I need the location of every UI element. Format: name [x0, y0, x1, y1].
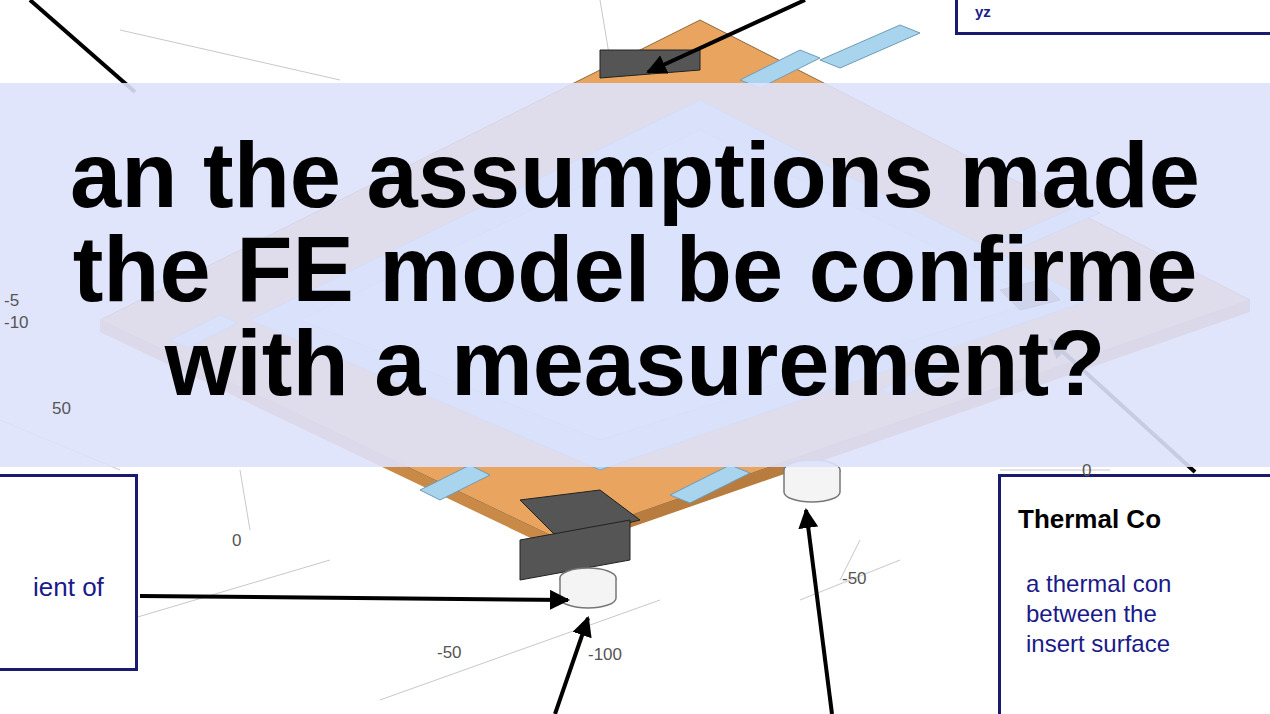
axis-number: -100 [588, 646, 622, 663]
callout-text: a thermal con between the insert surface [1026, 569, 1196, 659]
cad-line [30, 0, 135, 92]
callout-heading: Thermal Co [1018, 505, 1161, 535]
cad-line [1000, 470, 1110, 471]
cad-polygon [820, 25, 920, 68]
cad-line [555, 618, 588, 714]
callout-box: Thermal Co a thermal con between the inse… [998, 474, 1270, 714]
callout-box: ient of [0, 474, 138, 671]
cad-path [784, 470, 840, 502]
axis-number: 50 [52, 400, 71, 417]
axis-number: 0 [1082, 462, 1091, 479]
cad-line [648, 0, 805, 72]
question-band: an the assumptions made the FE model be … [0, 83, 1270, 467]
cad-g [560, 460, 840, 608]
cad-line [240, 470, 250, 530]
cad-line [140, 596, 568, 600]
question-text: an the assumptions made the FE model be … [0, 129, 1270, 410]
axis-number: -5 [4, 292, 19, 309]
callout-text: ient of [33, 573, 104, 603]
axis-number: -50 [437, 644, 462, 661]
cad-line [806, 510, 832, 714]
axis-number: -10 [4, 314, 29, 331]
cad-polygon [420, 465, 490, 500]
callout-box: yz [955, 0, 1270, 35]
callout-text: yz [975, 4, 991, 21]
cad-path [560, 578, 616, 608]
axis-number: -50 [842, 570, 867, 587]
cad-line [120, 30, 340, 80]
axis-number: 0 [232, 532, 241, 549]
cad-line [380, 600, 660, 700]
cad-polygon [670, 465, 750, 503]
